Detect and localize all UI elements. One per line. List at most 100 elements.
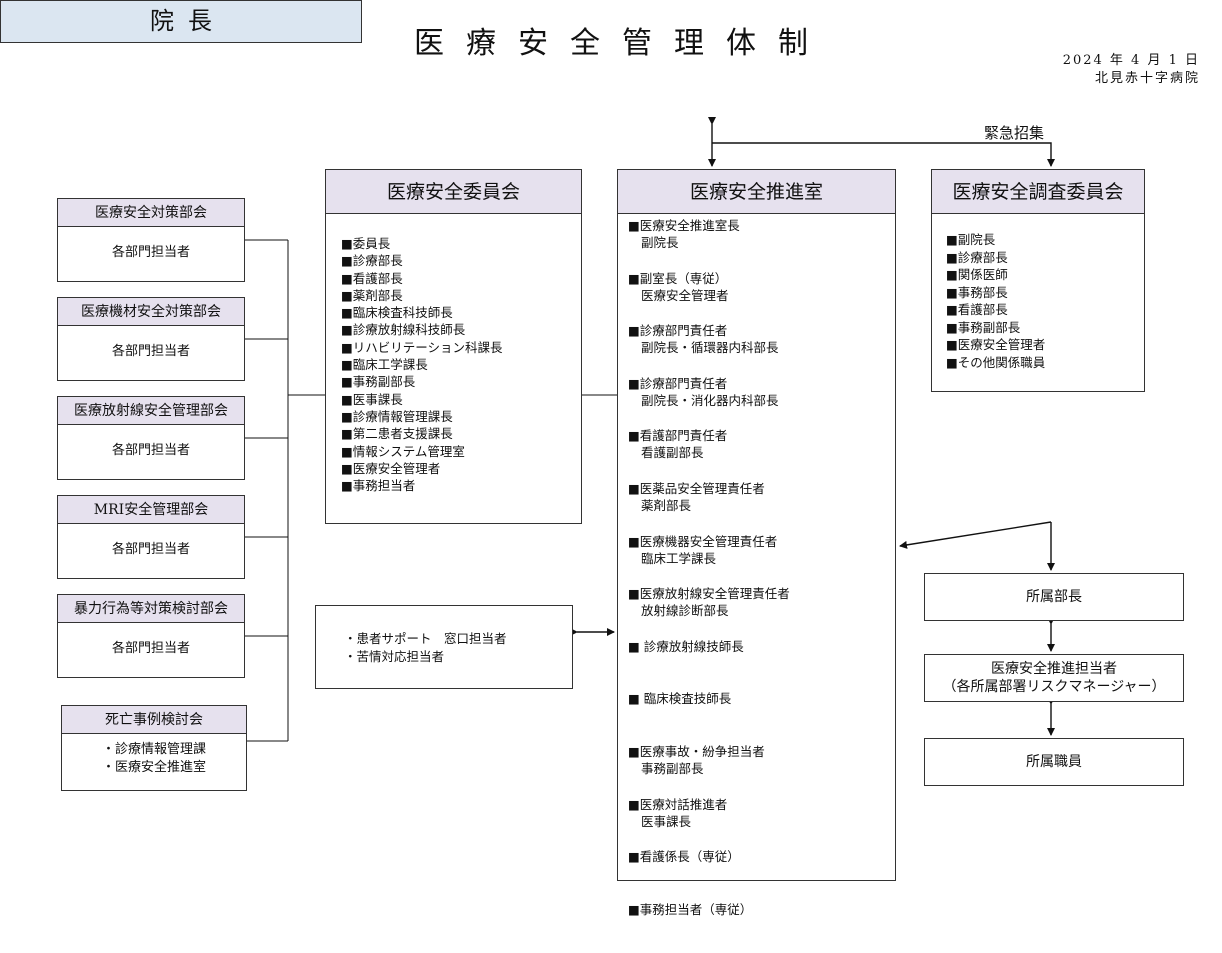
investigation-member: ■副院長 bbox=[946, 232, 996, 247]
date-block: 2024 年 4 月 1 日 北見赤十字病院 bbox=[1063, 52, 1200, 88]
subcommittee-box: 暴力行為等対策検討部会各部門担当者 bbox=[57, 594, 245, 678]
committee-member: ■リハビリテーション科課長 bbox=[341, 339, 503, 355]
investigation-committee-title: 医療安全調査委員会 bbox=[932, 170, 1144, 214]
committee-member: ■臨床検査科技師長 bbox=[341, 305, 453, 321]
director-box: 院長 bbox=[0, 0, 362, 43]
dept-head-box: 所属部長 bbox=[924, 573, 1184, 621]
promotion-member-person: 事務副部長 bbox=[641, 760, 704, 776]
subcommittee-box: MRI安全管理部会各部門担当者 bbox=[57, 495, 245, 579]
page-title: 医療安全管理体制 bbox=[414, 26, 830, 61]
promotion-member-person: 副院長・消化器内科部長 bbox=[641, 392, 779, 408]
committee-member: ■医事課長 bbox=[341, 391, 403, 407]
promotion-member-person: 医療安全管理者 bbox=[641, 287, 729, 303]
promotion-member: ■事務担当者（専従） bbox=[628, 901, 895, 953]
promotion-member: ■医療対話推進者医事課長 bbox=[628, 796, 895, 849]
committee-member: ■診療情報管理課長 bbox=[341, 408, 453, 424]
subcommittee-title: 医療安全対策部会 bbox=[58, 199, 244, 227]
emergency-label: 緊急招集 bbox=[984, 124, 1045, 142]
investigation-committee-box: 医療安全調査委員会 ■副院長■診療部長■関係医師■事務部長■看護部長■事務副部長… bbox=[931, 169, 1145, 392]
subcommittee-box: 医療安全対策部会各部門担当者 bbox=[57, 198, 245, 282]
promotion-member: ■看護係長（専従） bbox=[628, 848, 895, 901]
investigation-member: ■医療安全管理者 bbox=[946, 337, 1046, 352]
subcommittee-title: MRI安全管理部会 bbox=[58, 496, 244, 524]
investigation-member: ■看護部長 bbox=[946, 302, 1008, 317]
promotion-member-role: ■事務担当者（専従） bbox=[628, 901, 753, 917]
investigation-member: ■事務副部長 bbox=[946, 319, 1021, 335]
committee-member: ■情報システム管理室 bbox=[341, 443, 465, 459]
date: 2024 年 4 月 1 日 bbox=[1062, 53, 1200, 68]
committee-member: ■看護部長 bbox=[341, 270, 403, 286]
promotion-member-role: ■医療安全推進室長 bbox=[628, 218, 740, 233]
safety-committee-title: 医療安全委員会 bbox=[326, 170, 581, 214]
death-review-box: 死亡事例検討会 ・診療情報管理課 ・医療安全推進室 bbox=[61, 705, 247, 791]
patient-support-item: ・患者サポート 窓口担当者 bbox=[344, 631, 507, 646]
promotion-member: ■医薬品安全管理責任者薬剤部長 bbox=[628, 480, 895, 533]
safety-committee-box: 医療安全委員会 ■委員長 ■診療部長■看護部長■薬剤部長 ■臨床検査科技師長■診療放… bbox=[325, 169, 582, 524]
dept-staff-box: 所属職員 bbox=[924, 738, 1184, 786]
subcommittee-box: 医療放射線安全管理部会各部門担当者 bbox=[57, 396, 245, 480]
promotion-member-role: ■看護係長（専従） bbox=[628, 849, 740, 865]
promotion-member: ■ 臨床検査技師長 bbox=[628, 690, 895, 743]
risk-manager-box: 医療安全推進担当者 （各所属部署リスクマネージャー） bbox=[924, 654, 1184, 702]
patient-support-box: ・患者サポート 窓口担当者 ・苦情対応担当者 bbox=[315, 605, 573, 689]
promotion-member-role: ■医療対話推進者 bbox=[628, 796, 728, 812]
committee-member: ■事務副部長 bbox=[341, 374, 416, 390]
promotion-member-role: ■医療放射線安全管理責任者 bbox=[628, 586, 790, 602]
patient-support-item: ・苦情対応担当者 bbox=[344, 649, 445, 664]
promotion-member-person: 看護副部長 bbox=[641, 445, 704, 461]
subcommittee-body: 各部門担当者 bbox=[111, 641, 190, 656]
promotion-office-title: 医療安全推進室 bbox=[618, 170, 895, 214]
subcommittee-body: 各部門担当者 bbox=[111, 245, 190, 260]
committee-member: ■臨床工学課長 bbox=[341, 357, 428, 373]
committee-member: ■診療部長 bbox=[341, 253, 403, 269]
death-review-title: 死亡事例検討会 bbox=[62, 706, 246, 734]
death-review-item: ・医療安全推進室 bbox=[102, 760, 207, 775]
promotion-member-role: ■医療事故・紛争担当者 bbox=[628, 743, 765, 759]
investigation-member: ■その他関係職員 bbox=[946, 354, 1046, 370]
promotion-member-role: ■医薬品安全管理責任者 bbox=[628, 480, 765, 496]
promotion-member-role: ■診療部門責任者 bbox=[628, 323, 728, 339]
investigation-member: ■事務部長 bbox=[946, 284, 1008, 300]
safety-committee-members: ■委員長 ■診療部長■看護部長■薬剤部長 ■臨床検査科技師長■診療放射線科技師長■リ… bbox=[326, 214, 581, 494]
promotion-member-role: ■診療部門責任者 bbox=[628, 375, 728, 391]
promotion-member-person: 医事課長 bbox=[641, 813, 692, 829]
committee-member: ■診療放射線科技師長 bbox=[341, 322, 466, 338]
promotion-member-person: 臨床工学課長 bbox=[641, 550, 717, 566]
promotion-member: ■診療部門責任者副院長・循環器内科部長 bbox=[628, 322, 895, 375]
committee-member: ■医療安全管理者 bbox=[341, 460, 441, 476]
committee-member: ■委員長 bbox=[341, 236, 391, 251]
promotion-member: ■診療部門責任者副院長・消化器内科部長 bbox=[628, 375, 895, 428]
risk-manager-title: 医療安全推進担当者 bbox=[991, 661, 1117, 677]
promotion-member: ■医療事故・紛争担当者事務副部長 bbox=[628, 743, 895, 796]
emergency-call-arrow bbox=[712, 142, 1055, 167]
promotion-office-members: ■医療安全推進室長副院長■副室長（専従）医療安全管理者■診療部門責任者副院長・循… bbox=[618, 214, 895, 953]
investigation-member: ■診療部長 bbox=[946, 249, 1008, 265]
promotion-member-role: ■ 臨床検査技師長 bbox=[628, 691, 732, 707]
deptline-to-promotion-arrow bbox=[899, 521, 1052, 549]
committee-member: ■薬剤部長 bbox=[341, 287, 403, 303]
risk-manager-subtitle: （各所属部署リスクマネージャー） bbox=[942, 679, 1166, 695]
promotion-member-role: ■ 診療放射線技師長 bbox=[628, 638, 744, 654]
promotion-member-role: ■副室長（専従） bbox=[628, 270, 728, 286]
promotion-member-person: 放射線診断部長 bbox=[641, 603, 729, 619]
subcommittee-body: 各部門担当者 bbox=[111, 443, 190, 458]
subcommittee-title: 暴力行為等対策検討部会 bbox=[58, 595, 244, 623]
promotion-member: ■ 診療放射線技師長 bbox=[628, 638, 895, 691]
subcommittee-body: 各部門担当者 bbox=[111, 344, 190, 359]
committee-member: ■第二患者支援課長 bbox=[341, 426, 453, 442]
promotion-member: ■副室長（専従）医療安全管理者 bbox=[628, 270, 895, 323]
investigation-committee-members: ■副院長■診療部長■関係医師■事務部長■看護部長■事務副部長■医療安全管理者■そ… bbox=[932, 214, 1144, 371]
promotion-member-role: ■医療機器安全管理責任者 bbox=[628, 533, 778, 549]
promotion-office-box: 医療安全推進室 ■医療安全推進室長副院長■副室長（専従）医療安全管理者■診療部門… bbox=[617, 169, 896, 917]
committee-member: ■事務担当者 bbox=[341, 478, 416, 494]
promotion-member: ■看護部門責任者看護副部長 bbox=[628, 427, 895, 480]
promotion-member: ■医療安全推進室長副院長 bbox=[628, 217, 895, 270]
promotion-member-person: 薬剤部長 bbox=[641, 497, 692, 513]
promotion-member-person: 副院長・循環器内科部長 bbox=[641, 340, 779, 356]
promotion-member: ■医療放射線安全管理責任者放射線診断部長 bbox=[628, 585, 895, 638]
subcommittee-title: 医療機材安全対策部会 bbox=[58, 298, 244, 326]
death-review-item: ・診療情報管理課 bbox=[102, 742, 207, 757]
subcommittee-title: 医療放射線安全管理部会 bbox=[58, 397, 244, 425]
promotion-member-person: 副院長 bbox=[641, 235, 679, 250]
promotion-member-role: ■看護部門責任者 bbox=[628, 428, 728, 444]
